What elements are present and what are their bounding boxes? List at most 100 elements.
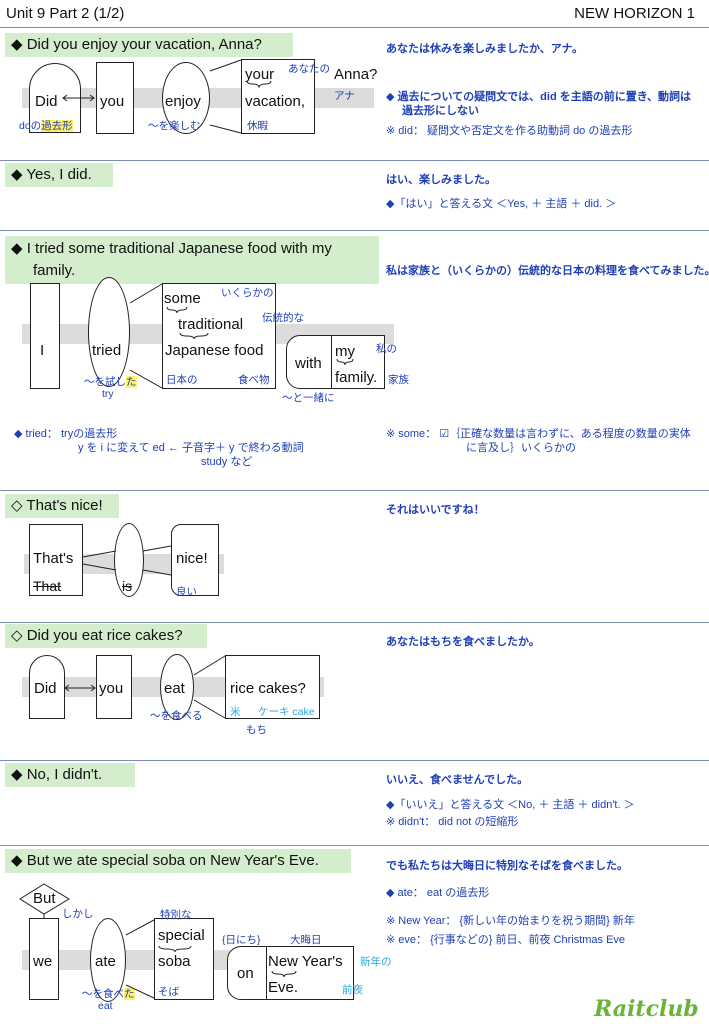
word-you: you (100, 93, 125, 110)
word-thats: That's (33, 550, 74, 567)
gloss: try (102, 388, 114, 400)
note-6a: ◆「いいえ」と答える文 ＜No, ＋ 主語 ＋ didn't. ＞ (386, 799, 635, 811)
note-3a: ◆ tried： tryの過去形 (14, 428, 118, 440)
preposition-box (286, 335, 332, 389)
gloss: 〜を楽しむ (148, 120, 201, 132)
textbook-title: NEW HORIZON 1 (574, 5, 695, 22)
subject-box (96, 62, 134, 134)
complement-box (171, 524, 219, 596)
sentence-1: ◆ Did you enjoy your vacation, Anna? (5, 33, 293, 57)
translation-7: でも私たちは大晦日に特別なそばを食べました。 (386, 860, 628, 872)
word-tried: tried (92, 342, 122, 359)
note-3a-2: y を i に変えて ed ← 子音字＋ y で終わる動詞 (78, 442, 304, 454)
sentence-4: ◇ That's nice! (5, 494, 119, 518)
note-6b: ※ didn't： did not の短縮形 (386, 816, 519, 828)
gloss: 米 (230, 706, 241, 718)
note-7a: ◆ ate： eat の過去形 (386, 887, 490, 899)
word-i: I (40, 342, 45, 359)
sentence-5: ◇ Did you eat rice cakes? (5, 624, 207, 648)
gloss: 前夜 (342, 984, 363, 996)
word-rice-cakes: rice cakes? (230, 680, 306, 697)
word-family: family. (335, 369, 378, 386)
divider (0, 160, 709, 161)
gloss: 良い (176, 586, 197, 598)
word-that: That (33, 578, 62, 594)
word-you: you (99, 680, 124, 697)
note-3a-3: study など (201, 456, 253, 468)
word-anna: Anna? (334, 66, 378, 83)
gloss: {日にち} (222, 934, 261, 946)
gloss: 〜を食べた (82, 988, 135, 1000)
word-on: on (237, 965, 254, 982)
word-traditional: traditional (178, 316, 244, 333)
word-new-years: New Year's (268, 953, 343, 970)
divider (0, 27, 709, 28)
brand-logo: Raitclub (594, 996, 699, 1022)
note-1a-cont: 過去形にしない (402, 105, 479, 117)
sentence-2: ◆ Yes, I did. (5, 163, 113, 187)
prep-object-box (266, 946, 354, 1000)
translation-3: 私は家族と（いくらかの）伝統的な日本の料理を食べてみました。 (386, 265, 709, 277)
word-with: with (295, 355, 322, 372)
word-vacation: vacation, (245, 93, 306, 110)
object-box (225, 655, 320, 719)
gloss: もち (246, 724, 267, 736)
sentence-6: ◆ No, I didn't. (5, 763, 135, 787)
word-ate: ate (95, 953, 116, 970)
gloss: そば (158, 986, 179, 998)
word-eat: eat (164, 680, 185, 697)
gloss: 特別な (160, 909, 192, 921)
gloss: 大晦日 (290, 934, 322, 946)
word-but: But (33, 890, 56, 907)
translation-6: いいえ、食べませんでした。 (386, 774, 529, 786)
gloss: 家族 (388, 374, 409, 386)
gloss: 私の (376, 343, 397, 355)
subject-box (96, 655, 132, 719)
gloss: 日本の (166, 374, 198, 386)
verb-oval (114, 523, 144, 597)
subject-box (30, 283, 60, 389)
translation-5: あなたはもちを食べましたか。 (386, 636, 540, 648)
gloss: 食べ物 (238, 374, 270, 386)
verb-oval (90, 918, 126, 1002)
divider (0, 622, 709, 623)
word-some: some (164, 290, 201, 307)
word-soba: soba (158, 953, 191, 970)
note-2: ◆「はい」と答える文 ＜Yes, ＋ 主語 ＋ did. ＞ (386, 198, 617, 210)
gloss: 新年の (360, 956, 392, 968)
subject-box (29, 918, 59, 1000)
gloss: あなたの (288, 63, 330, 75)
unit-title: Unit 9 Part 2 (1/2) (6, 5, 125, 22)
note-3b: ※ some： ☑｛正確な数量は言わずに、ある程度の数量の実体 (386, 428, 691, 440)
word-enjoy: enjoy (165, 93, 201, 110)
note-7b: ※ New Year： {新しい年の始まりを祝う期間} 新年 (386, 915, 635, 927)
object-box (154, 918, 214, 1000)
sentence-3: ◆ I tried some traditional Japanese food… (5, 236, 379, 284)
gloss: ケーキ cake (258, 706, 315, 718)
word-my: my (335, 343, 355, 360)
preposition-box (227, 946, 267, 1000)
word-eve: Eve. (268, 979, 299, 996)
gloss: 〜を試した (84, 376, 137, 388)
word-is: is (122, 578, 133, 594)
translation-1: あなたは休みを楽しみましたか、アナ。 (386, 43, 584, 55)
divider (0, 490, 709, 491)
gloss: 〜を食べる (150, 710, 203, 722)
divider (0, 230, 709, 231)
gloss: 〜と一緒に (282, 392, 335, 404)
word-we: we (33, 953, 53, 970)
translation-4: それはいいですね！ (386, 504, 485, 516)
gloss: アナ (334, 90, 355, 102)
word-special: special (158, 927, 205, 944)
word-japanese-food: Japanese food (165, 342, 264, 359)
word-nice: nice! (176, 550, 208, 567)
divider (0, 760, 709, 761)
verb-oval (162, 62, 210, 134)
object-box (241, 59, 315, 134)
sentence-7: ◆ But we ate special soba on New Year's … (5, 849, 351, 873)
gloss: しかし (62, 908, 94, 920)
word-did: Did (35, 93, 58, 110)
verb-oval (88, 277, 130, 387)
object-box (162, 283, 276, 389)
auxiliary-did-box (29, 655, 65, 719)
